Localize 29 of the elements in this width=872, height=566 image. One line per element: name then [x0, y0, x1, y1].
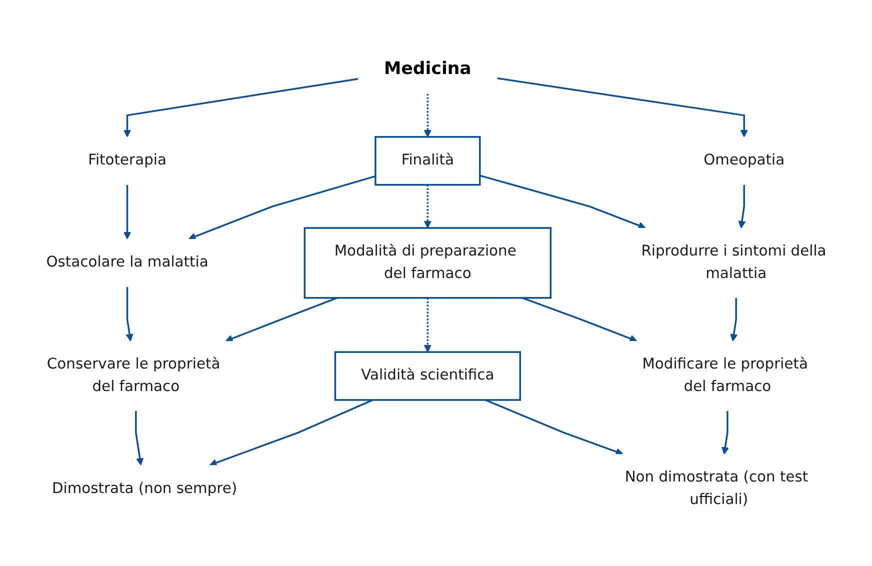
- arrow: [522, 297, 638, 342]
- node-text: Conservare le proprietà del farmaco: [46, 356, 220, 395]
- arrow: [209, 399, 374, 466]
- node-box: Finalità: [374, 136, 481, 186]
- arrow: [126, 286, 134, 342]
- arrow: [484, 399, 624, 456]
- node-text: Ostacolare la malattia: [46, 254, 208, 271]
- node-text: Modificare le proprietà del farmaco: [642, 356, 808, 395]
- arrow: [424, 298, 432, 352]
- node-text: Riprodurre i sintomi della malattia: [641, 242, 826, 282]
- node-box: Modalità di preparazione del farmaco: [304, 227, 552, 299]
- arrow: [730, 298, 738, 342]
- node-text: Fitoterapia: [88, 152, 166, 169]
- node-text: Non dimostrata (con test ufficiali): [624, 468, 808, 508]
- arrow: [424, 184, 432, 228]
- arrow: [188, 175, 376, 240]
- arrow: [225, 297, 338, 342]
- node-text: Dimostrata (non sempre): [52, 480, 238, 498]
- arrow: [480, 174, 646, 230]
- node-text: Omeopatia: [704, 152, 785, 169]
- arrow: [123, 78, 358, 138]
- arrow: [738, 184, 746, 228]
- node-text: Medicina: [384, 57, 472, 78]
- node-box: Validità scientifica: [334, 351, 521, 401]
- arrow: [424, 94, 432, 138]
- arrow: [497, 77, 748, 138]
- arrow: [135, 410, 144, 466]
- arrow: [721, 410, 729, 454]
- arrow: [123, 184, 132, 240]
